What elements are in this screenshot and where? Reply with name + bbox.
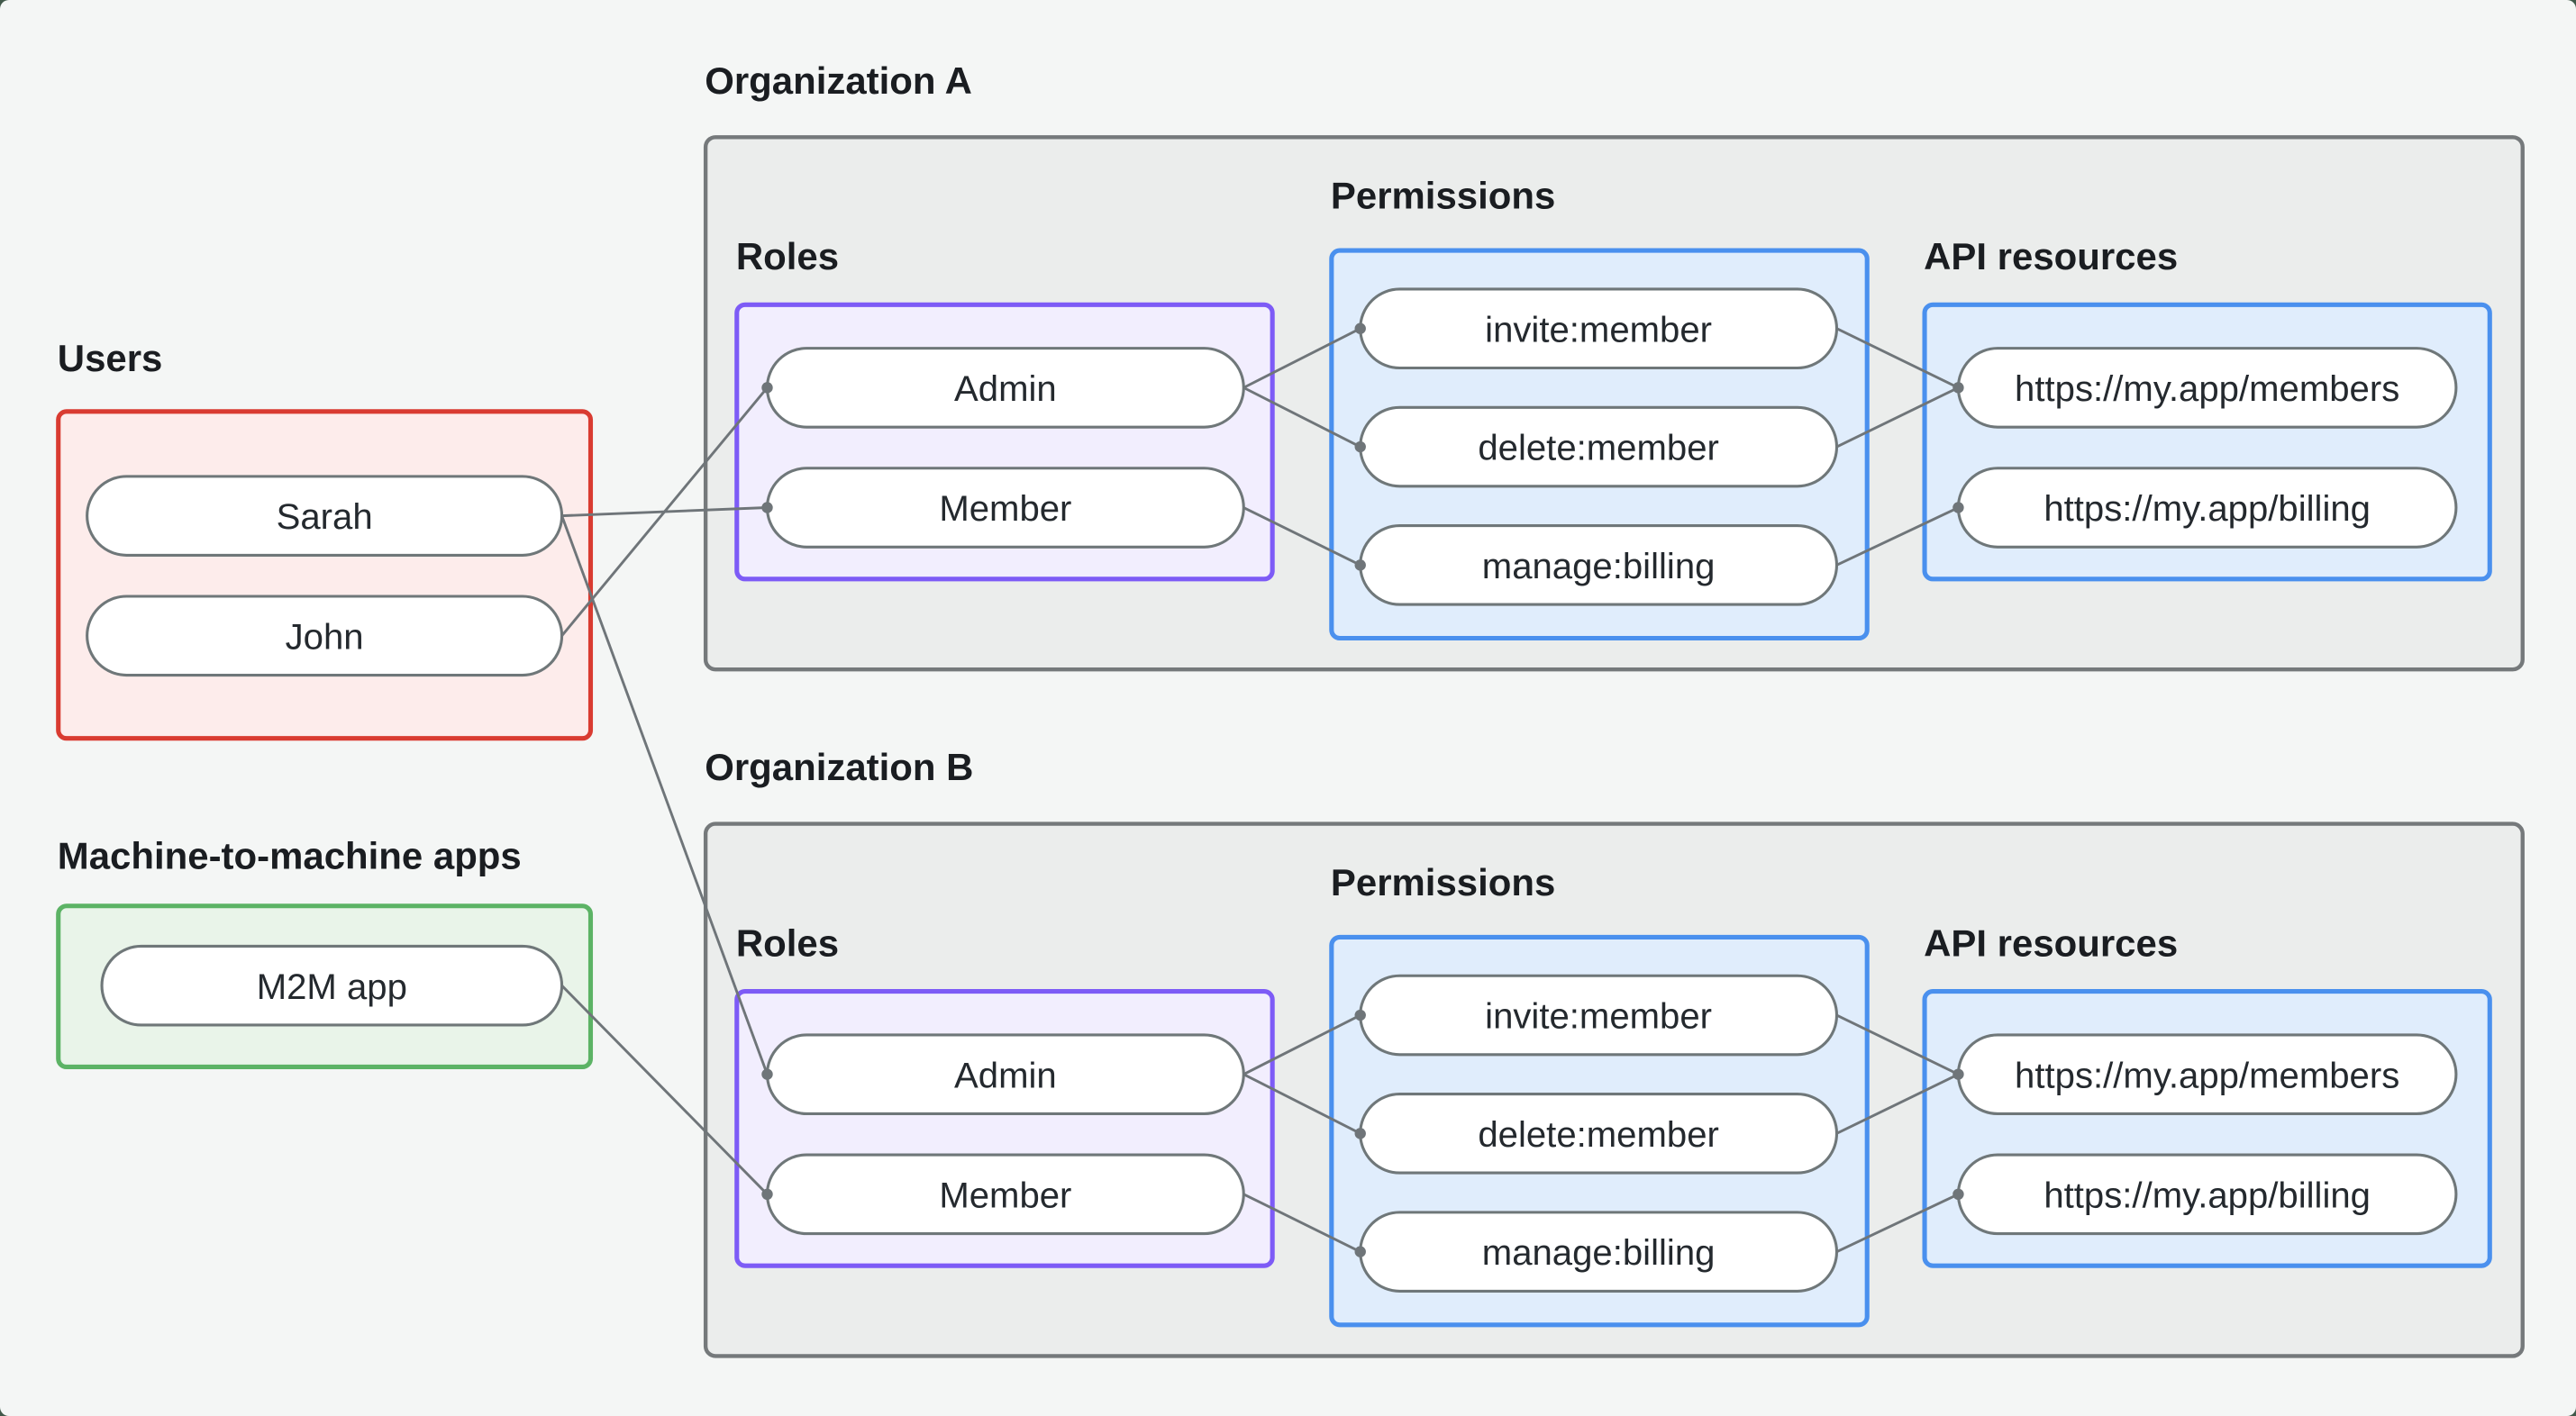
edge-org-b-manage-billing-to-api-billing (1835, 1193, 1960, 1253)
edge-org-b-delete-member-to-api-members (1835, 1073, 1960, 1135)
users-group-label: Users (58, 337, 163, 379)
dot-org-a-role-member (761, 502, 773, 513)
dot-org-b-permission-manage-billing (1354, 1246, 1366, 1257)
node-org-b-role-admin-label: Admin (954, 1056, 1057, 1095)
dot-org-a-api-members (1952, 382, 1964, 394)
edge-org-a-manage-billing-to-api-billing (1835, 506, 1960, 567)
edge-org-b-role-admin-to-delete-member (1242, 1073, 1361, 1135)
edge-org-a-delete-member-to-api-members (1835, 386, 1960, 449)
org-b-roles-label: Roles (736, 921, 839, 964)
dot-org-b-permission-delete-member (1354, 1128, 1366, 1139)
node-user-sarah-label: Sarah (277, 497, 373, 537)
edge-user-john-to-org-a-role-admin (560, 386, 769, 637)
dot-org-b-api-members (1952, 1068, 1964, 1080)
node-org-b-permission-invite-member-label: invite:member (1485, 997, 1712, 1037)
node-org-a-api-members-label: https://my.app/members (2015, 369, 2399, 409)
edge-endpoint-dots (761, 322, 1964, 1257)
edge-org-a-role-admin-to-delete-member (1242, 386, 1361, 449)
node-org-a-role-member-label: Member (939, 489, 1071, 529)
dot-org-b-permission-invite-member (1354, 1009, 1366, 1021)
node-org-a-permission-invite-member-label: invite:member (1485, 310, 1712, 349)
org-b-title: Organization B (705, 746, 973, 788)
org-a-roles-label: Roles (736, 235, 839, 277)
org-a-title: Organization A (705, 59, 972, 102)
dot-org-b-role-admin (761, 1068, 773, 1080)
org-b-api-resources-label: API resources (1924, 921, 2178, 964)
dot-org-a-permission-manage-billing (1354, 559, 1366, 571)
edge-org-a-role-admin-to-invite-member (1242, 327, 1361, 389)
edge-org-b-role-admin-to-invite-member (1242, 1013, 1361, 1076)
edge-m2m-app-to-org-b-role-member (560, 985, 769, 1195)
node-org-a-role-admin-label: Admin (954, 369, 1057, 409)
edge-org-a-role-member-to-manage-billing (1242, 506, 1361, 567)
dot-org-b-role-member (761, 1188, 773, 1201)
node-org-b-role-member-label: Member (939, 1175, 1071, 1215)
org-a-permissions-label: Permissions (1331, 175, 1555, 217)
dot-org-a-api-billing (1952, 502, 1964, 513)
dot-org-a-permission-delete-member (1354, 440, 1366, 453)
dot-org-a-role-admin (761, 382, 773, 394)
node-org-b-api-billing-label: https://my.app/billing (2044, 1175, 2371, 1215)
node-org-a-permission-delete-member-label: delete:member (1478, 429, 1719, 468)
m2m-group-label: Machine-to-machine apps (58, 835, 522, 877)
org-b-permissions-label: Permissions (1331, 861, 1555, 903)
edge-org-b-role-member-to-manage-billing (1242, 1193, 1361, 1253)
node-m2m-app-label: M2M app (257, 967, 407, 1007)
node-org-b-permission-manage-billing-label: manage:billing (1482, 1233, 1716, 1273)
users-group-box (56, 409, 594, 741)
nodes: Sarah John M2M app Admin Member invite:m… (86, 287, 2458, 1293)
edge-org-a-invite-member-to-api-members (1835, 327, 1960, 389)
node-org-b-api-members-label: https://my.app/members (2015, 1056, 2399, 1095)
edge-org-b-invite-member-to-api-members (1835, 1013, 1960, 1076)
edge-user-sarah-to-org-b-role-admin (560, 515, 769, 1076)
node-user-john-label: John (286, 617, 364, 657)
node-org-b-permission-delete-member-label: delete:member (1478, 1115, 1719, 1155)
edges (560, 327, 1960, 1253)
org-a-api-resources-label: API resources (1924, 235, 2178, 277)
dot-org-a-permission-invite-member (1354, 322, 1366, 334)
dot-org-b-api-billing (1952, 1188, 1964, 1201)
node-org-a-permission-manage-billing-label: manage:billing (1482, 547, 1716, 586)
node-org-a-api-billing-label: https://my.app/billing (2044, 489, 2371, 529)
